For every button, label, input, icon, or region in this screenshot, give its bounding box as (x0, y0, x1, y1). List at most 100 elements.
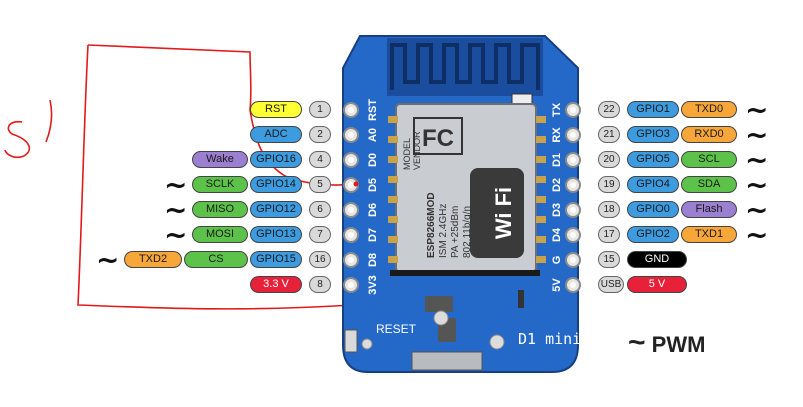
pin-hole-left (348, 207, 354, 213)
module-spec2-text: PA +25dBm (450, 206, 461, 258)
silkscreen-right-label: 5V (551, 278, 563, 292)
antenna-area (387, 38, 543, 96)
pin-hole-left (348, 182, 354, 188)
pin-hole-left (348, 257, 354, 263)
pin-number-badge: 17 (598, 226, 620, 243)
module-vendor-text: VENDOR (412, 131, 422, 170)
annotation-dot (353, 181, 359, 187)
pin-label-green: SDA (681, 176, 737, 193)
fc-logo-text: FC (422, 125, 454, 152)
pwm-indicator: ~ (164, 193, 188, 226)
silkscreen-left-label: D8 (367, 253, 379, 267)
castellation-left (388, 136, 398, 143)
reset-button (344, 329, 358, 353)
castellation-right (536, 216, 546, 223)
silkscreen-left-label: RST (367, 99, 379, 121)
pin-label-blue: GPIO14 (250, 176, 302, 193)
pin-number-badge: 19 (598, 176, 620, 193)
silkscreen-left-label: D6 (367, 203, 379, 217)
pin-number-badge: 1 (309, 101, 331, 118)
pwm-indicator: ~ (745, 218, 769, 251)
pin-label-blue: GPIO12 (250, 201, 302, 218)
pin-number-badge: 18 (598, 201, 620, 218)
pin-number-badge: 20 (598, 151, 620, 168)
antenna-trace (390, 43, 540, 90)
pin-hole-left (348, 132, 354, 138)
reset-label: RESET (376, 322, 417, 336)
wifi-logo-text: Wi Fi (491, 187, 516, 239)
usb-connector (411, 351, 483, 371)
pin-label-blue: GPIO16 (250, 151, 302, 168)
pin-hole-left (348, 282, 354, 288)
pin-number-badge: 22 (598, 101, 620, 118)
silkscreen-right-label: D2 (551, 178, 563, 192)
pwm-indicator: ~ (745, 193, 769, 226)
wifi-logo-icon (470, 168, 524, 258)
pin-label-blue: GPIO3 (627, 126, 679, 143)
castellation-left (388, 216, 398, 223)
pwm-indicator: ~ (164, 168, 188, 201)
pin-label-orange: TXD2 (124, 251, 182, 268)
pin-label-green: SCL (681, 151, 737, 168)
pin-label-orange: TXD0 (681, 101, 737, 118)
castellation-right (536, 176, 546, 183)
pin-label-green: SCLK (192, 176, 248, 193)
board-brand-label: D1 mini (518, 330, 581, 348)
castellation-right (536, 136, 546, 143)
pin-hole-right (570, 182, 576, 188)
pin-hole-right (570, 132, 576, 138)
castellation-left (388, 256, 398, 263)
usb-chip-1 (425, 296, 453, 312)
pin-hole-right (570, 282, 576, 288)
pin-number-badge: 16 (309, 251, 331, 268)
pwm-legend-symbol: ~ (628, 326, 646, 359)
pin-hole-right (570, 107, 576, 113)
module-castellations (388, 116, 546, 263)
castellation-left (388, 176, 398, 183)
pwm-indicator: ~ (745, 118, 769, 151)
castellation-left (388, 116, 398, 123)
module-pcb-edge (390, 270, 540, 276)
pwm-legend: ~ PWM (628, 326, 705, 360)
pin-label-red: 3.3 V (250, 276, 302, 293)
module-name-text: ESP8266MOD (426, 192, 437, 258)
pin-label-green: MOSI (192, 226, 248, 243)
pin-number-badge: 8 (309, 276, 331, 293)
pin-hole-left (348, 157, 354, 163)
pwm-indicator: ~ (96, 243, 120, 276)
pin-hole-left (348, 107, 354, 113)
pin-label-green: CS (184, 251, 248, 268)
pin-number-badge: 15 (598, 251, 620, 268)
silkscreen-left-label: A0 (367, 128, 379, 142)
pin-label-purple: Wake (192, 151, 248, 168)
castellation-right (536, 156, 546, 163)
pin-number-badge: 21 (598, 126, 620, 143)
module-spec1-text: ISM 2.4GHz (438, 204, 449, 258)
silkscreen-right-label: D4 (551, 227, 563, 242)
silkscreen-right-label: TX (551, 102, 563, 117)
pin-number-badge: 4 (309, 151, 331, 168)
silkscreen-left-label: D5 (367, 178, 379, 192)
castellation-left (388, 236, 398, 243)
pwm-indicator: ~ (745, 93, 769, 126)
silkscreen-right-label: D3 (551, 203, 563, 217)
pin-label-blue: GPIO15 (250, 251, 302, 268)
silkscreen-right-label: D1 (551, 153, 563, 167)
pin-label-black: GND (627, 251, 687, 268)
reset-pad (361, 338, 373, 350)
castellation-left (388, 156, 398, 163)
fc-logo-icon (413, 117, 463, 155)
pin-number-badge: 7 (309, 226, 331, 243)
castellation-left (388, 196, 398, 203)
pin-label-blue: GPIO4 (627, 176, 679, 193)
pin-label-purple: Flash (681, 201, 737, 218)
pwm-indicator: ~ (745, 168, 769, 201)
pin-number-badge: 5 (309, 176, 331, 193)
pwm-indicator: ~ (745, 143, 769, 176)
pwm-legend-label: PWM (651, 332, 706, 357)
pin-label-blue: GPIO0 (627, 201, 679, 218)
pin-hole-right (570, 232, 576, 238)
mounting-hole-1 (433, 310, 449, 326)
pwm-indicator: ~ (164, 218, 188, 251)
